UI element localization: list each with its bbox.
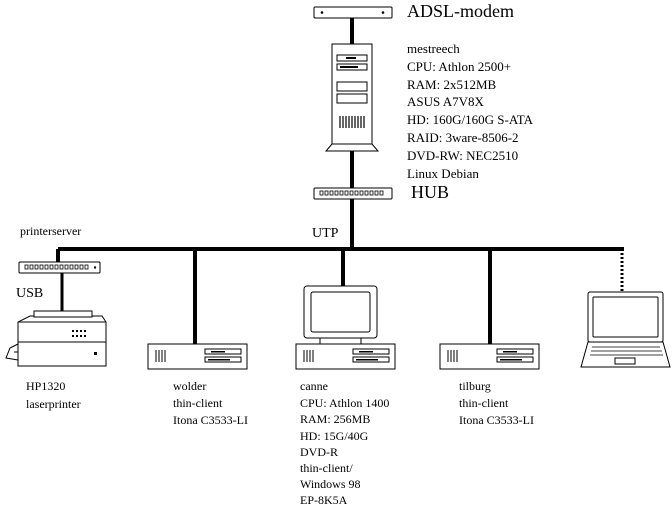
hub xyxy=(313,187,393,200)
modem-led-icon xyxy=(320,11,385,14)
adsl-modem xyxy=(313,6,393,19)
laptop-screen xyxy=(592,296,659,338)
drive-bay-icon xyxy=(336,81,368,92)
canne-os: Windows 98 xyxy=(300,477,361,491)
modem-label: ADSL-modem xyxy=(407,1,514,21)
hub-ports-icon xyxy=(319,190,384,196)
wolder-name: wolder xyxy=(173,379,206,393)
tilburg-type: thin-client xyxy=(459,396,509,410)
canne-board: EP-8K5A xyxy=(300,493,348,507)
tilburg-model: Itona C3533-LI xyxy=(459,413,534,427)
canne-role: thin-client/ xyxy=(300,461,353,475)
usb-label: USB xyxy=(16,286,43,301)
server-board: ASUS A7V8X xyxy=(407,94,485,109)
tilburg-thin-client xyxy=(439,343,540,370)
server-hd: HD: 160G/160G S-ATA xyxy=(407,112,534,127)
printserver-ports-icon xyxy=(24,264,89,270)
laser-printer xyxy=(5,310,107,367)
tilburg-name: tilburg xyxy=(459,379,491,393)
server-specs: mestreech CPU: Athlon 2500+ RAM: 2x512MB… xyxy=(407,41,534,181)
laptop-icon xyxy=(580,291,671,368)
touchpad-icon xyxy=(614,357,636,365)
keyboard-icon xyxy=(590,346,663,356)
vent-grille-icon xyxy=(339,116,365,128)
cables xyxy=(56,18,624,344)
server-os: Linux Debian xyxy=(407,166,479,181)
canne-ram: RAM: 256MB xyxy=(300,412,370,426)
wolder-model: Itona C3533-LI xyxy=(173,413,248,427)
server-tower xyxy=(324,43,380,152)
printer-button-icon xyxy=(72,330,86,337)
printserver-label: printerserver xyxy=(20,224,81,238)
canne-monitor xyxy=(303,285,378,345)
monitor-screen xyxy=(310,291,371,333)
server-dvd: DVD-RW: NEC2510 xyxy=(407,148,518,163)
server-raid: RAID: 3ware-8506-2 xyxy=(407,130,519,145)
vent-grille-icon xyxy=(447,350,458,362)
canne-cpu: CPU: Athlon 1400 xyxy=(300,396,389,410)
server-name: mestreech xyxy=(407,41,460,56)
wolder-thin-client xyxy=(147,343,248,370)
server-ram: RAM: 2x512MB xyxy=(407,77,497,92)
printer-model: HP1320 xyxy=(26,379,65,393)
drive-bay-icon xyxy=(336,93,368,104)
canne-dvd: DVD-R xyxy=(300,445,338,459)
vent-grille-icon xyxy=(155,350,166,362)
utp-label: UTP xyxy=(312,226,339,241)
canne-name: canne xyxy=(300,379,328,393)
vent-grille-icon xyxy=(303,350,314,362)
printserver-box xyxy=(18,261,101,274)
canne-desktop-case xyxy=(295,343,396,370)
canne-hd: HD: 15G/40G xyxy=(300,429,369,443)
printer-type: laserprinter xyxy=(26,397,81,411)
server-cpu: CPU: Athlon 2500+ xyxy=(407,59,511,74)
hub-label: HUB xyxy=(411,182,449,202)
wolder-type: thin-client xyxy=(173,396,223,410)
